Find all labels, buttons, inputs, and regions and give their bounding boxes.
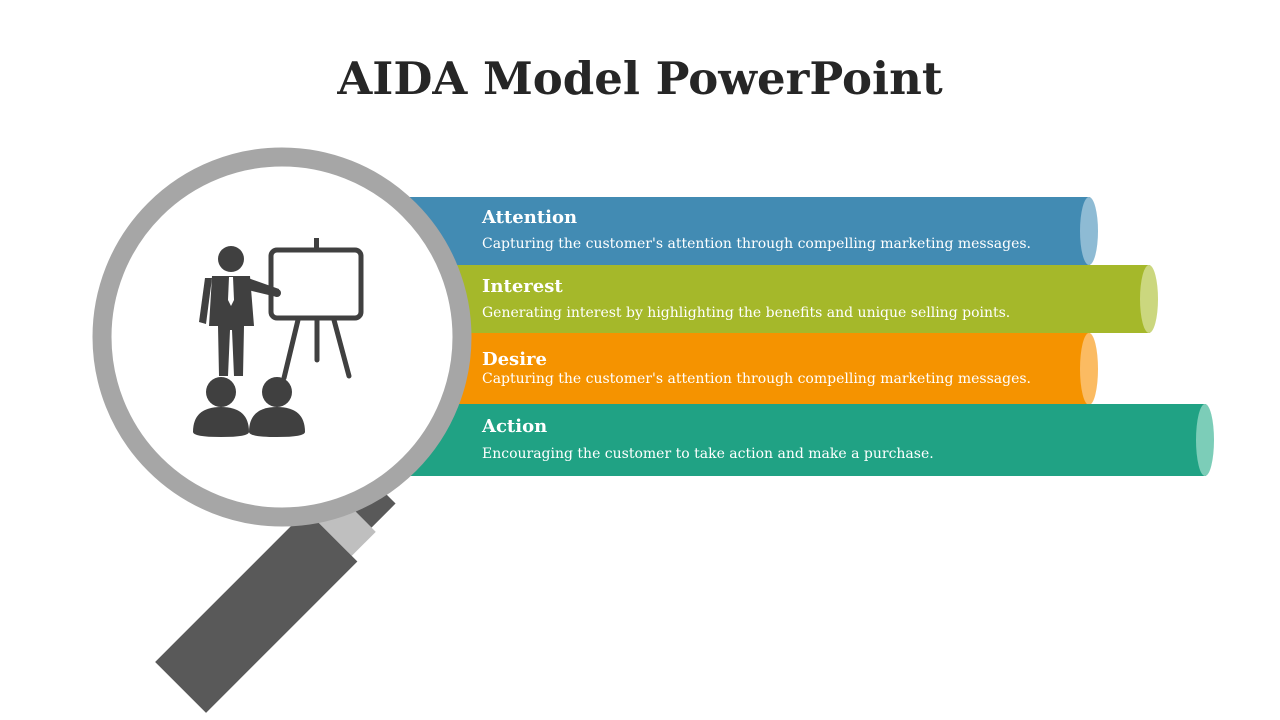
audience-body-left	[193, 407, 249, 437]
lens-ring	[92, 147, 472, 527]
audience-head-right	[262, 377, 292, 407]
stage-attention-body	[370, 197, 1090, 265]
presenter-tie	[228, 277, 234, 306]
stage-attention-cap	[1080, 197, 1098, 265]
stage-description: Capturing the customer's attention throu…	[482, 236, 1032, 252]
stage-interest-body	[370, 265, 1150, 333]
stage-action: Action Encouraging the customer to take …	[370, 404, 1216, 476]
audience-head-left	[206, 377, 236, 407]
stage-description: Generating interest by highlighting the …	[482, 305, 1011, 321]
stage-interest-cap	[1140, 265, 1158, 333]
stage-attention: Attention Capturing the customer's atten…	[370, 197, 1098, 265]
stage-heading: Attention	[482, 207, 578, 228]
stage-heading: Desire	[482, 349, 547, 370]
handle-grip	[155, 510, 358, 713]
stage-interest: Interest Generating interest by highligh…	[370, 265, 1159, 333]
stage-description: Capturing the customer's attention throu…	[482, 371, 1032, 387]
presenter-head	[218, 246, 244, 272]
presenter-body	[209, 276, 254, 376]
presenter-pointing-arm	[248, 278, 279, 297]
stage-action-cap	[1196, 404, 1214, 476]
stage-description: Encouraging the customer to take action …	[482, 446, 934, 462]
presenter-left-arm	[199, 278, 212, 324]
audience-body-right	[249, 407, 305, 437]
stage-heading: Action	[482, 416, 548, 437]
stage-action-body	[370, 404, 1206, 476]
slide-title: AIDA Model PowerPoint	[337, 52, 943, 105]
board-top-peg	[314, 238, 319, 251]
stage-desire-cap	[1080, 333, 1098, 405]
presenter-with-board-icon	[193, 238, 364, 437]
stage-desire-body	[370, 333, 1090, 405]
stage-desire: Desire Capturing the customer's attentio…	[370, 333, 1099, 405]
stage-heading: Interest	[482, 276, 563, 297]
